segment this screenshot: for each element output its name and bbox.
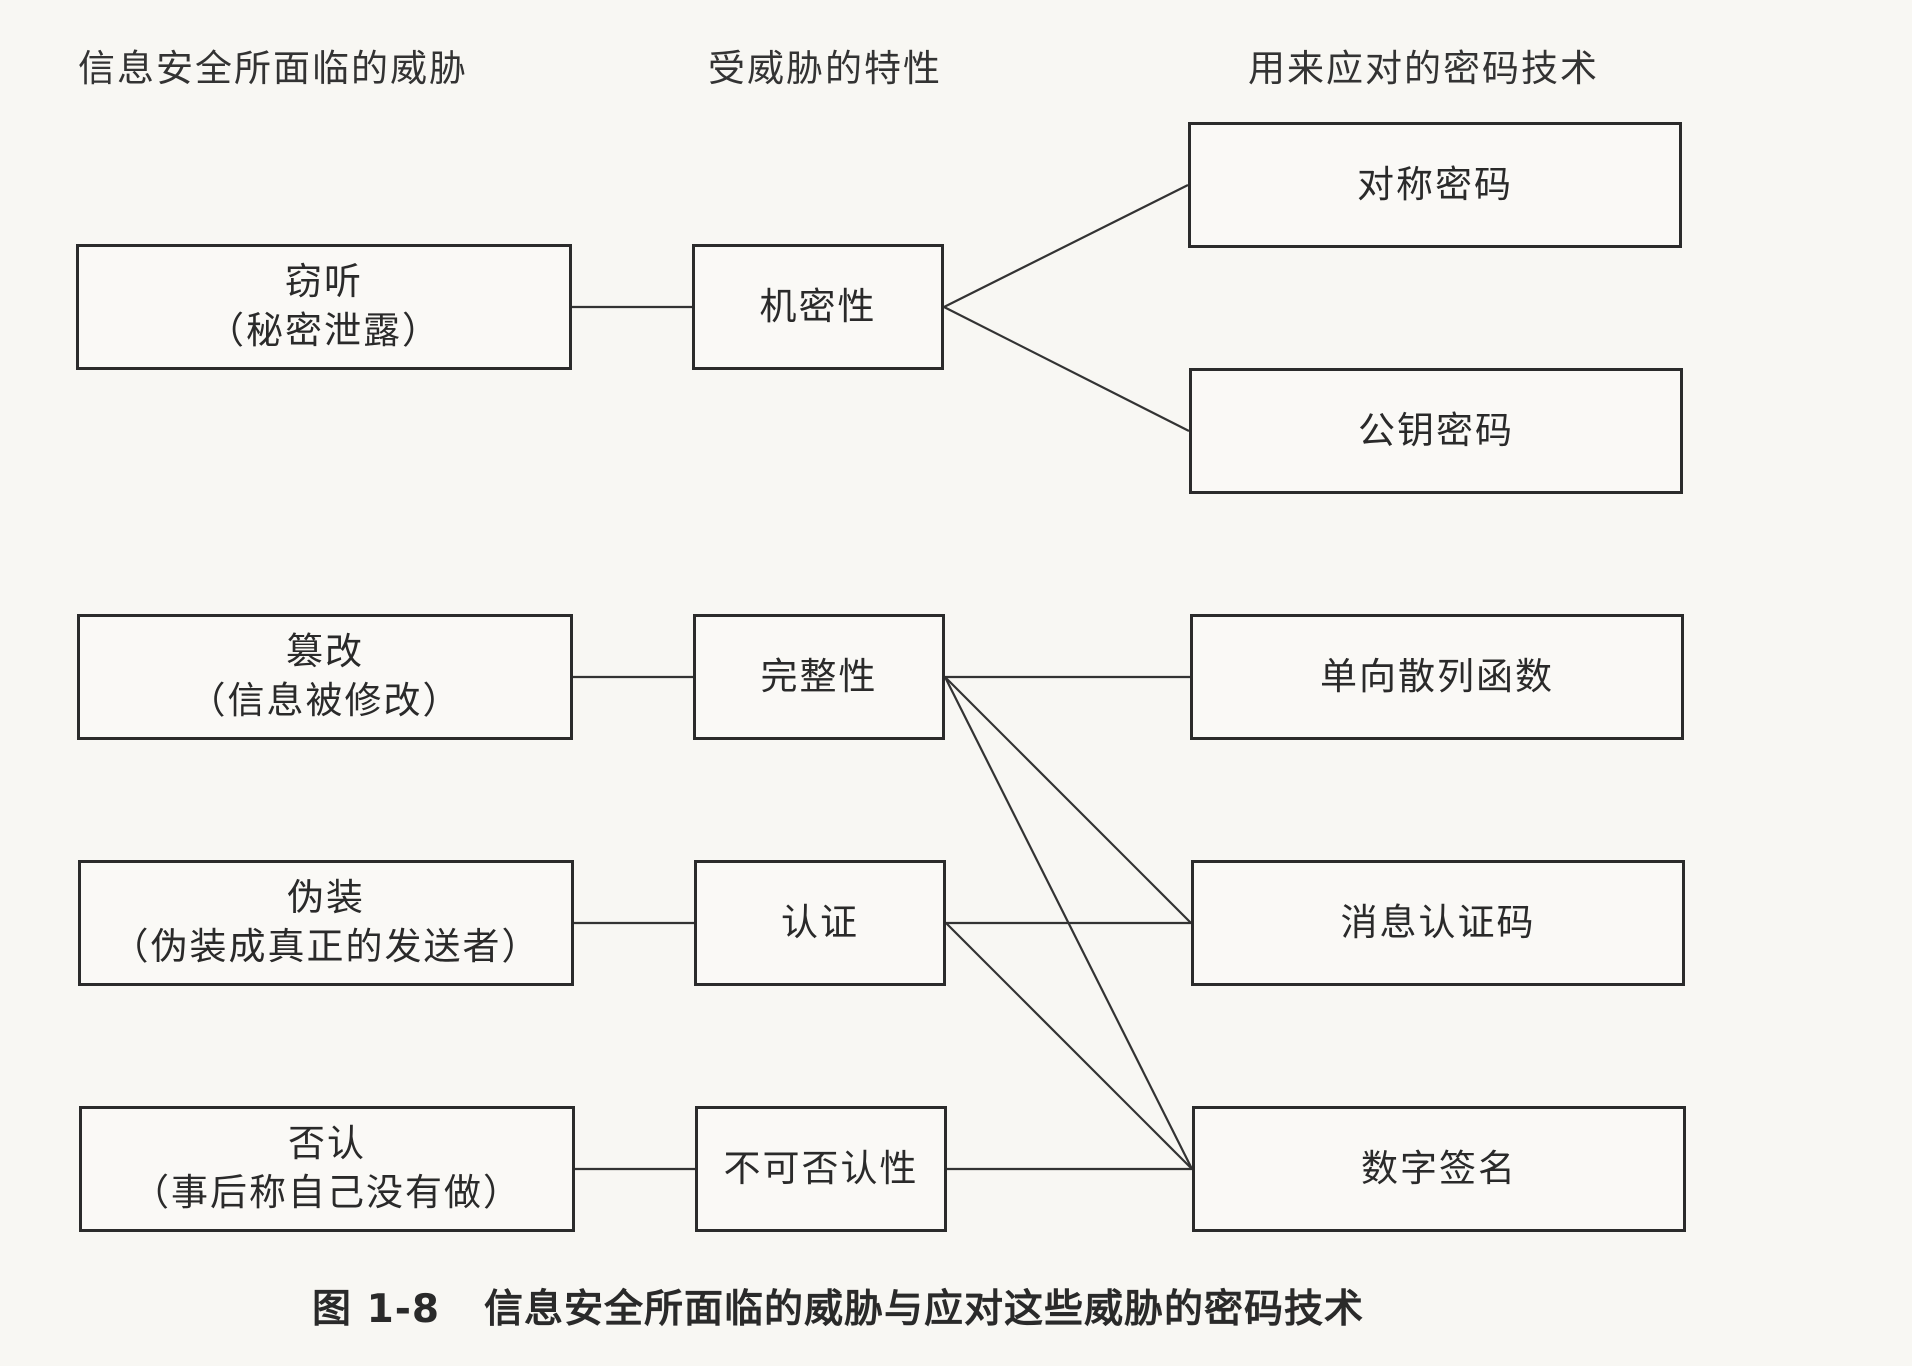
header-threats: 信息安全所面临的威胁 [78, 47, 468, 90]
technique-box-mac: 消息认证码 [1191, 860, 1685, 986]
property-box-authentication: 认证 [694, 860, 946, 986]
connector-property-0-technique-0 [943, 184, 1189, 308]
threat-label: 篡改 [286, 630, 364, 674]
property-box-confidentiality: 机密性 [692, 244, 944, 370]
connector-property-0-technique-1 [943, 306, 1190, 432]
technique-label: 数字签名 [1361, 1146, 1517, 1190]
property-box-non-repudiation: 不可否认性 [695, 1106, 947, 1232]
connector-property-2-technique-4 [945, 922, 1193, 1170]
technique-label: 对称密码 [1357, 162, 1513, 206]
technique-box-digital-signature: 数字签名 [1192, 1106, 1686, 1232]
technique-label: 公钥密码 [1358, 408, 1514, 452]
property-label: 机密性 [759, 284, 877, 328]
figure-caption: 图 1-8 信息安全所面临的威胁与应对这些威胁的密码技术 [312, 1278, 1364, 1334]
threat-box-spoofing: 伪装 （伪装成真正的发送者） [78, 860, 574, 986]
threat-sub-label: （伪装成真正的发送者） [111, 925, 541, 968]
technique-box-hash-function: 单向散列函数 [1190, 614, 1684, 740]
technique-box-public-key-cipher: 公钥密码 [1189, 368, 1683, 494]
property-label: 完整性 [760, 654, 878, 698]
threat-label: 窃听 [285, 260, 363, 304]
property-label: 不可否认性 [723, 1146, 919, 1190]
threat-sub-label: （秘密泄露） [207, 309, 441, 352]
threat-sub-label: （信息被修改） [188, 679, 462, 722]
technique-label: 消息认证码 [1340, 900, 1536, 944]
threat-box-tampering: 篡改 （信息被修改） [77, 614, 573, 740]
header-techniques: 用来应对的密码技术 [1248, 47, 1599, 90]
header-properties: 受威胁的特性 [708, 47, 942, 90]
threat-box-repudiation: 否认 （事后称自己没有做） [79, 1106, 575, 1232]
connector-property-1-technique-3 [944, 676, 1192, 924]
threat-label: 伪装 [287, 876, 365, 920]
threat-box-eavesdropping: 窃听 （秘密泄露） [76, 244, 572, 370]
technique-label: 单向散列函数 [1320, 654, 1554, 698]
figure-number: 图 1-8 [312, 1287, 441, 1332]
threat-label: 否认 [288, 1122, 366, 1166]
technique-box-symmetric-cipher: 对称密码 [1188, 122, 1682, 248]
property-label: 认证 [781, 900, 859, 944]
threat-sub-label: （事后称自己没有做） [132, 1171, 522, 1214]
property-box-integrity: 完整性 [693, 614, 945, 740]
figure-caption-text: 信息安全所面临的威胁与应对这些威胁的密码技术 [484, 1287, 1365, 1332]
